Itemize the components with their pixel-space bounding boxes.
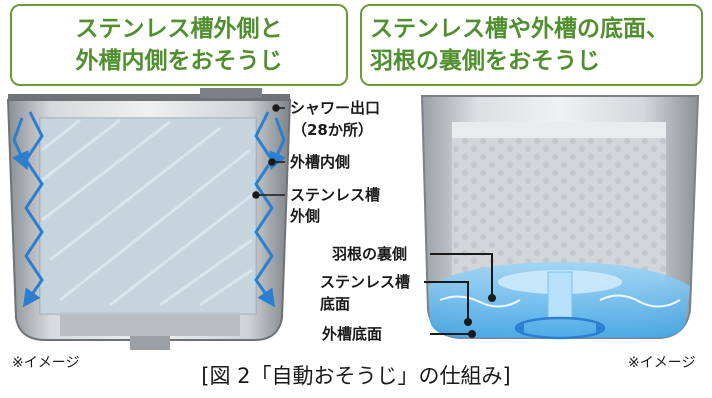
note-image-left: ※イメージ <box>12 355 80 371</box>
note-image-right: ※イメージ <box>628 355 696 371</box>
flow-arrows-left-wall <box>12 111 44 308</box>
label-stainless-outer-line1: ステンレス槽 <box>290 186 381 204</box>
header-left-line1: ステンレス槽外側と <box>75 16 283 42</box>
label-outer-tub-inner: 外槽内側 <box>290 153 351 171</box>
figure-caption: [図 2「自動おそうじ」の仕組み] <box>201 364 511 388</box>
label-blade-back: 羽根の裏側 <box>332 245 408 263</box>
spray-streaks <box>41 118 253 307</box>
header-right-line2: 羽根の裏側をおそうじ <box>370 48 600 74</box>
label-stainless-bottom-line1: ステンレス槽 <box>320 273 411 291</box>
left-tub-illustration <box>6 88 292 350</box>
flow-arrows-right-wall <box>254 111 286 308</box>
header-left-line2: 外槽内側をおそうじ <box>75 48 283 74</box>
right-tub-illustration <box>420 95 700 340</box>
label-shower-outlet: シャワー出口 <box>290 99 381 117</box>
header-left-box: ステンレス槽外側と 外槽内側をおそうじ <box>10 4 348 86</box>
label-stainless-bottom-line2: 底面 <box>320 295 351 313</box>
label-stainless-outer-line2: 外側 <box>290 207 321 225</box>
label-shower-count: （28か所） <box>292 121 373 139</box>
header-right-line1: ステンレス槽や外槽の底面、 <box>370 16 669 42</box>
label-outer-tub-bottom: 外槽底面 <box>322 325 383 343</box>
header-right-box: ステンレス槽や外槽の底面、 羽根の裏側をおそうじ <box>360 4 703 86</box>
